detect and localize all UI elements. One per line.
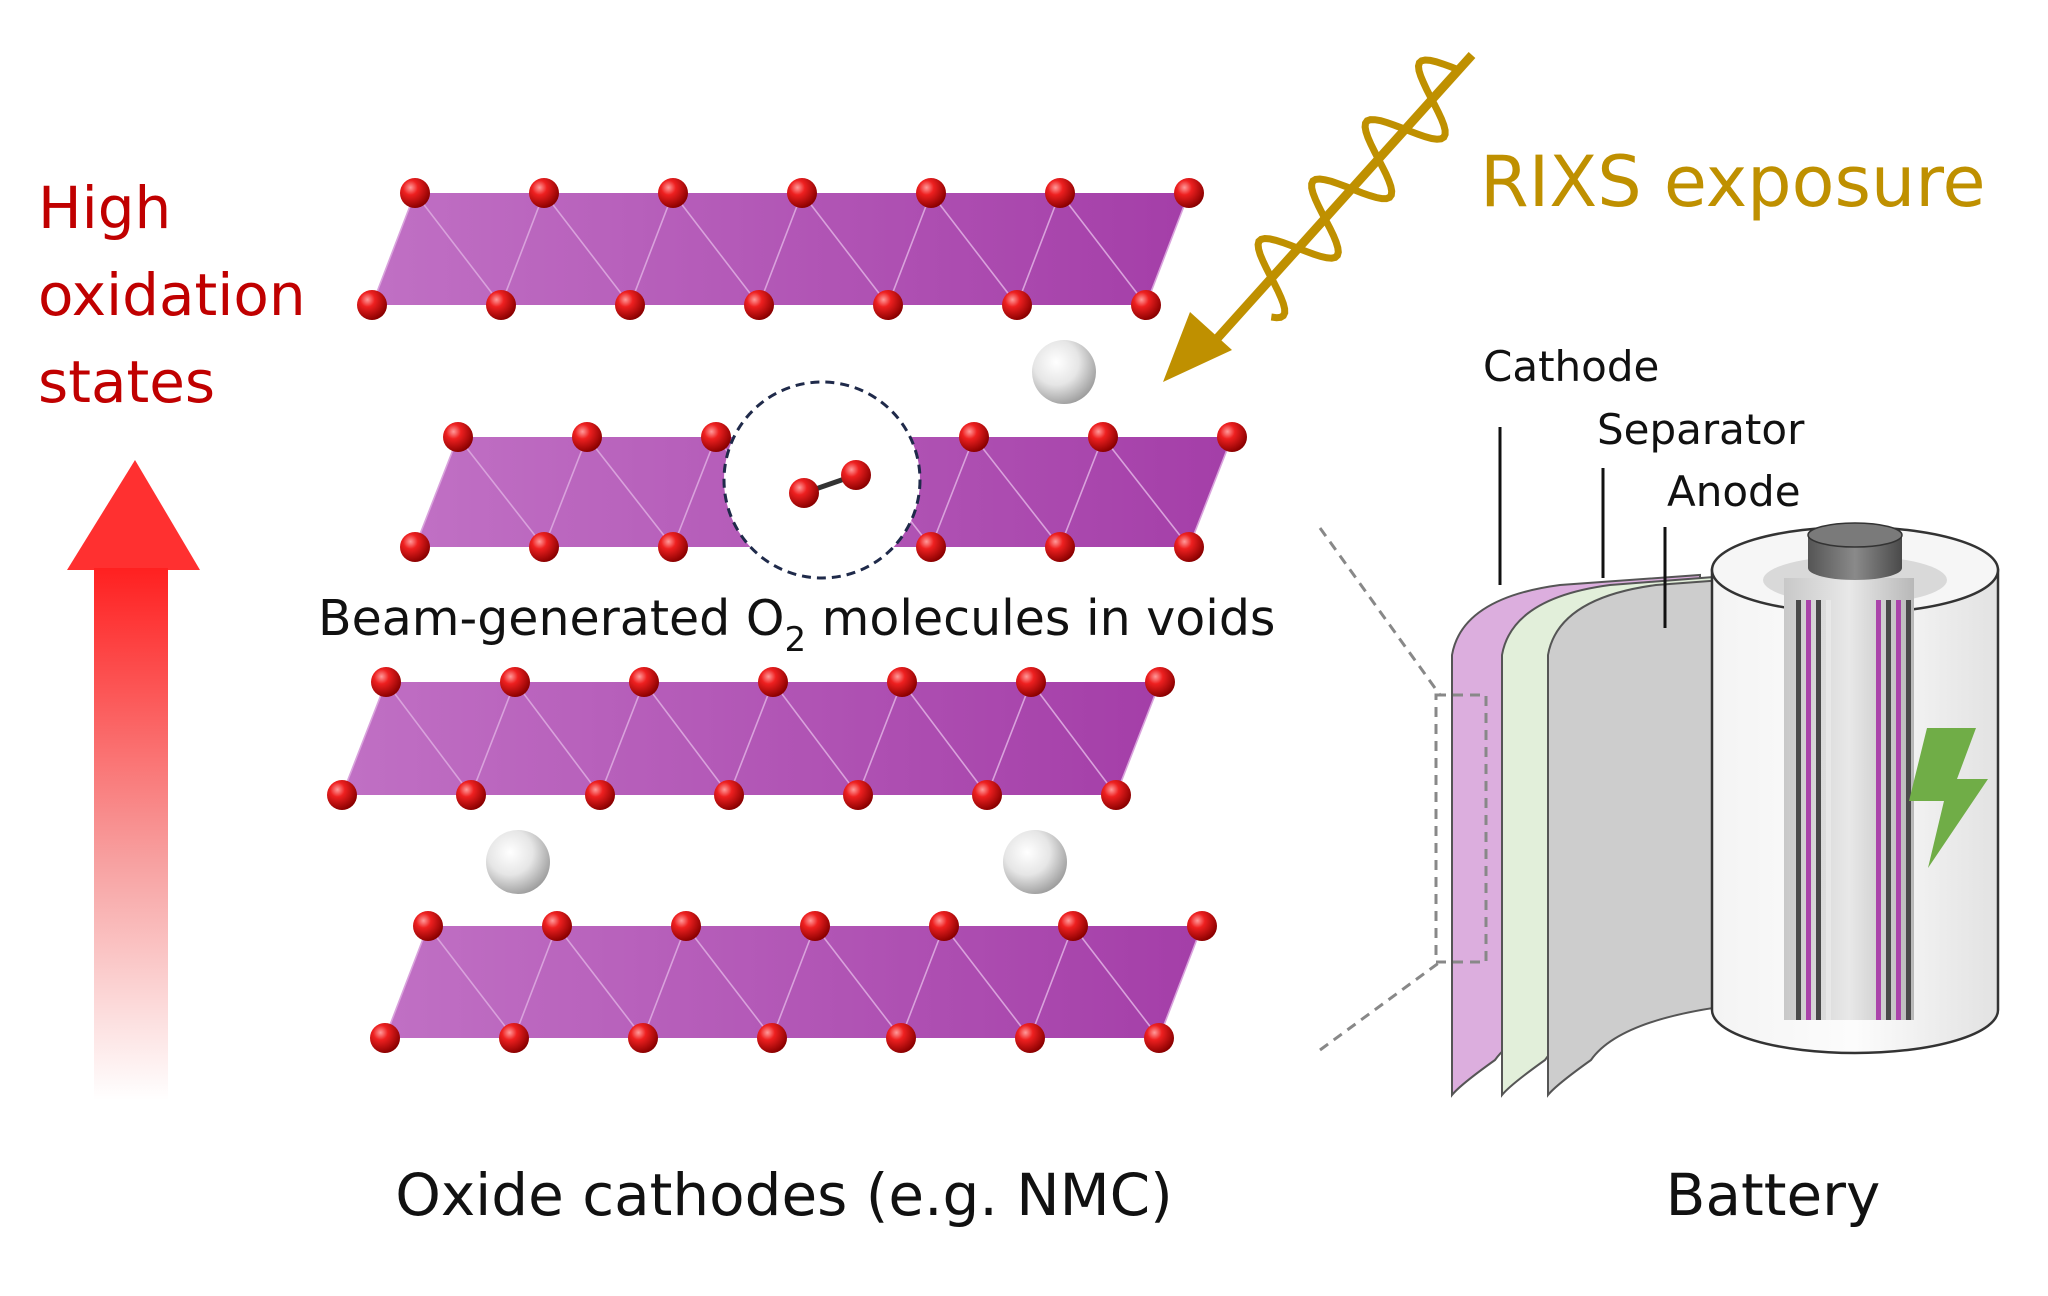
oxygen-atom (1145, 667, 1175, 697)
oxygen-atom (400, 532, 430, 562)
oxygen-atom (1045, 178, 1075, 208)
oxygen-atom (887, 667, 917, 697)
oxygen-atom (1174, 178, 1204, 208)
oxygen-atom (371, 667, 401, 697)
oxygen-atom (916, 532, 946, 562)
battery-caption: Battery (1666, 1161, 1881, 1229)
separator-label: Separator (1597, 405, 1805, 454)
oxygen-atom (1045, 532, 1075, 562)
oxygen-atom (1016, 667, 1046, 697)
oxygen-atom (658, 532, 688, 562)
oxygen-atom (628, 1023, 658, 1053)
oxygen-atom (327, 780, 357, 810)
oxygen-atom (843, 780, 873, 810)
lithium-ion (486, 830, 550, 894)
core-stripe (1906, 600, 1911, 1020)
oxygen-atom (800, 911, 830, 941)
oxygen-atom (615, 290, 645, 320)
core-stripe (1796, 600, 1801, 1020)
lithium-ion (1032, 340, 1096, 404)
oxygen-atom (757, 1023, 787, 1053)
oxygen-atom (886, 1023, 916, 1053)
lithium-ion (1003, 830, 1067, 894)
high-line-1: High (38, 174, 171, 242)
cathode-label: Cathode (1483, 342, 1659, 391)
anode-label: Anode (1667, 467, 1801, 516)
oxygen-atom (443, 422, 473, 452)
oxygen-atom (1144, 1023, 1174, 1053)
core-stripe (1896, 600, 1901, 1020)
oxygen-atom (1101, 780, 1131, 810)
oxide-layer (370, 911, 1217, 1053)
core-stripe (1876, 600, 1881, 1020)
o2-atom-2 (841, 460, 871, 490)
oxide-layers (327, 178, 1247, 1053)
core-stripe (1806, 600, 1811, 1020)
oxide-cathodes-caption: Oxide cathodes (e.g. NMC) (395, 1161, 1173, 1229)
x-ray-wave-arrow (1163, 51, 1476, 382)
oxygen-atom (671, 911, 701, 941)
oxide-layer (327, 667, 1175, 810)
oxygen-atom (1015, 1023, 1045, 1053)
oxygen-atom (1217, 422, 1247, 452)
oxygen-atom (1131, 290, 1161, 320)
oxygen-atom (486, 290, 516, 320)
oxygen-atom (873, 290, 903, 320)
oxygen-atom (1187, 911, 1217, 941)
core-stripe (1826, 600, 1831, 1020)
oxygen-atom (500, 667, 530, 697)
oxygen-atom (370, 1023, 400, 1053)
oxygen-atom (1088, 422, 1118, 452)
upward-gradient-arrow (67, 460, 200, 1100)
oxygen-atom (542, 911, 572, 941)
oxygen-atom (413, 911, 443, 941)
oxygen-atom (400, 178, 430, 208)
lightning-bolt-icon (1909, 728, 1988, 868)
rixs-exposure-label: RIXS exposure (1480, 141, 1986, 223)
oxygen-atom (499, 1023, 529, 1053)
high-oxidation-states-label: High oxidation states (38, 174, 306, 416)
oxygen-atom (1058, 911, 1088, 941)
oxide-layer (357, 178, 1204, 320)
oxygen-atom (972, 780, 1002, 810)
oxygen-atom (585, 780, 615, 810)
oxygen-atom (916, 178, 946, 208)
battery-illustration (1318, 427, 2000, 1098)
beam-generated-label: Beam-generated O2 molecules in voids (318, 590, 1275, 660)
lithium-ions (486, 340, 1096, 894)
oxygen-atom (629, 667, 659, 697)
oxygen-atom (758, 667, 788, 697)
o2-atom-1 (789, 478, 819, 508)
oxygen-atom (572, 422, 602, 452)
oxygen-atom (714, 780, 744, 810)
oxygen-atom (701, 422, 731, 452)
oxygen-atom (529, 178, 559, 208)
oxygen-atom (1002, 290, 1032, 320)
oxygen-atom (959, 422, 989, 452)
oxygen-atom (456, 780, 486, 810)
battery-terminal (1808, 535, 1902, 580)
high-line-2: oxidation (38, 261, 306, 329)
oxygen-atom (929, 911, 959, 941)
oxygen-atom (529, 532, 559, 562)
oxygen-atom (1174, 532, 1204, 562)
oxygen-void (722, 380, 922, 580)
core-stripe (1886, 600, 1891, 1020)
core-stripe (1816, 600, 1821, 1020)
oxygen-atom (744, 290, 774, 320)
oxygen-atom (357, 290, 387, 320)
battery-core-stripes (1796, 600, 1911, 1020)
oxygen-atom (787, 178, 817, 208)
oxygen-atom (658, 178, 688, 208)
high-line-3: states (38, 348, 215, 416)
